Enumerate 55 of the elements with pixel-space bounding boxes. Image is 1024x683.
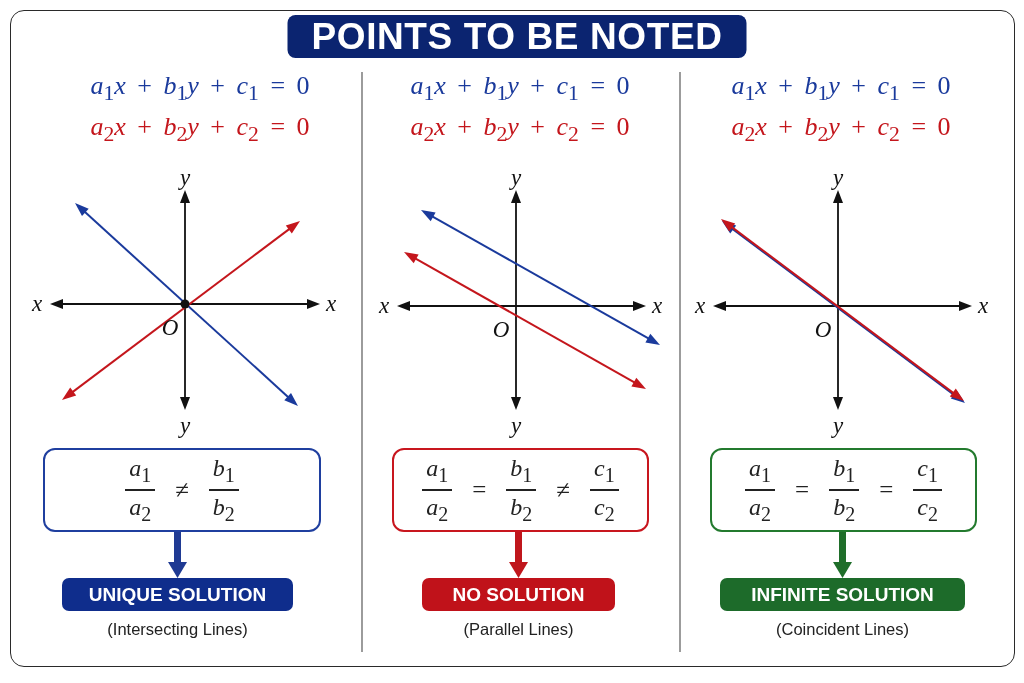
axis-label: x <box>694 293 706 317</box>
axis-label: y <box>179 165 191 189</box>
numerator-text: b$_{1}$ <box>509 455 534 489</box>
origin-label: O <box>492 317 510 341</box>
denominator-text: b$_{2}$ <box>832 492 857 525</box>
equation-text: a$_{2}$x + b$_{2}$y + c$_{2}$ = 0 <box>410 113 630 147</box>
equation-text: a$_{2}$x + b$_{2}$y + c$_{2}$ = 0 <box>731 113 951 147</box>
arrow <box>833 532 852 578</box>
numerator-text: b$_{1}$ <box>211 455 236 489</box>
relation-sign: ≠ <box>556 476 571 504</box>
axis-label: y <box>832 413 844 437</box>
caption-text: (Intersecting Lines) <box>107 620 248 640</box>
axis-label: y <box>510 413 522 437</box>
denominator-text: c$_{2}$ <box>916 492 939 525</box>
axis-label: x <box>378 293 390 317</box>
relation-sign: = <box>472 476 487 504</box>
numerator-text: a$_{1}$ <box>128 455 153 489</box>
condition-box <box>43 448 321 532</box>
axis-label: y <box>832 165 844 189</box>
numerator-text: c$_{1}$ <box>916 455 939 489</box>
solution-badge: NO SOLUTION <box>422 578 615 611</box>
equation-text: a$_{1}$x + b$_{1}$y + c$_{1}$ = 0 <box>731 72 951 106</box>
relation-sign: = <box>879 476 894 504</box>
axis-label: x <box>31 291 43 315</box>
numerator-text: a$_{1}$ <box>425 455 450 489</box>
axis-label: x <box>977 293 989 317</box>
condition-box <box>392 448 649 532</box>
solution-badge: UNIQUE SOLUTION <box>62 578 293 611</box>
arrow <box>168 532 187 578</box>
relation-sign: ≠ <box>175 476 189 504</box>
equation-text: a$_{1}$x + b$_{1}$y + c$_{1}$ = 0 <box>90 72 310 106</box>
axis-label: x <box>325 291 337 315</box>
arrow <box>509 532 528 578</box>
relation-sign: = <box>795 476 810 504</box>
denominator-text: a$_{2}$ <box>748 492 773 525</box>
origin-label: O <box>161 315 179 339</box>
numerator-text: b$_{1}$ <box>832 455 857 489</box>
axis-label: y <box>179 413 191 437</box>
axis-label: x <box>651 293 663 317</box>
denominator-text: b$_{2}$ <box>211 492 236 525</box>
equation-text: a$_{2}$x + b$_{2}$y + c$_{2}$ = 0 <box>90 113 310 147</box>
solution-badge: INFINITE SOLUTION <box>720 578 965 611</box>
numerator-text: a$_{1}$ <box>748 455 773 489</box>
caption-text: (Parallel Lines) <box>463 620 574 640</box>
denominator-text: a$_{2}$ <box>128 492 153 525</box>
equation-text: a$_{1}$x + b$_{1}$y + c$_{1}$ = 0 <box>410 72 630 106</box>
origin-label: O <box>814 317 832 341</box>
denominator-text: c$_{2}$ <box>593 492 616 525</box>
axis-label: y <box>510 165 522 189</box>
title-banner: POINTS TO BE NOTED <box>287 15 747 58</box>
denominator-text: b$_{2}$ <box>509 492 534 525</box>
condition-box <box>710 448 977 532</box>
denominator-text: a$_{2}$ <box>425 492 450 525</box>
numerator-text: c$_{1}$ <box>593 455 616 489</box>
caption-text: (Coincident Lines) <box>776 620 909 640</box>
